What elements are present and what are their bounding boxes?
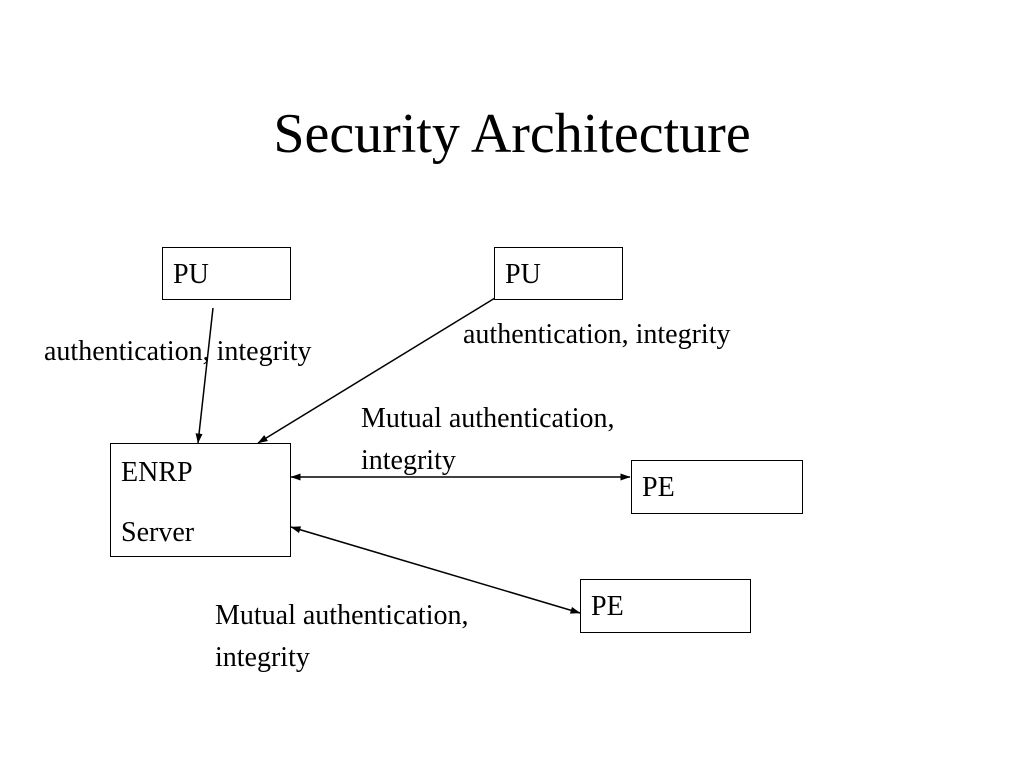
edge-label-pu-right: authentication, integrity [463,319,731,350]
edge-label-pe-bottom-line1: Mutual authentication, [215,600,469,631]
pu-left-label: PU [173,259,209,290]
pe-top-label: PE [642,472,675,503]
pu-right-label: PU [505,259,541,290]
slide-title: Security Architecture [273,103,751,165]
arrow-pu-right-to-enrp [257,297,496,444]
pu-right-box: PU [494,247,623,300]
edge-label-pe-bottom: Mutual authentication, integrity [215,595,469,679]
edge-label-pu-left: authentication, integrity [44,336,312,367]
edge-label-pe-top-line2: integrity [361,445,456,476]
enrp-server-label-line1: ENRP [121,457,193,488]
arrow-pu-left-to-enrp [195,307,214,444]
enrp-server-box: ENRP Server [110,443,291,557]
edge-label-pe-top-line1: Mutual authentication, [361,403,615,434]
pe-bottom-box: PE [580,579,751,633]
edge-label-pe-top: Mutual authentication, integrity [361,398,615,482]
arrow-enrp-to-pe-bottom [290,526,581,614]
pu-left-box: PU [162,247,291,300]
edge-label-pe-bottom-line2: integrity [215,642,310,673]
pe-bottom-label: PE [591,591,624,622]
pe-top-box: PE [631,460,803,514]
enrp-server-label-line2: Server [121,517,195,548]
